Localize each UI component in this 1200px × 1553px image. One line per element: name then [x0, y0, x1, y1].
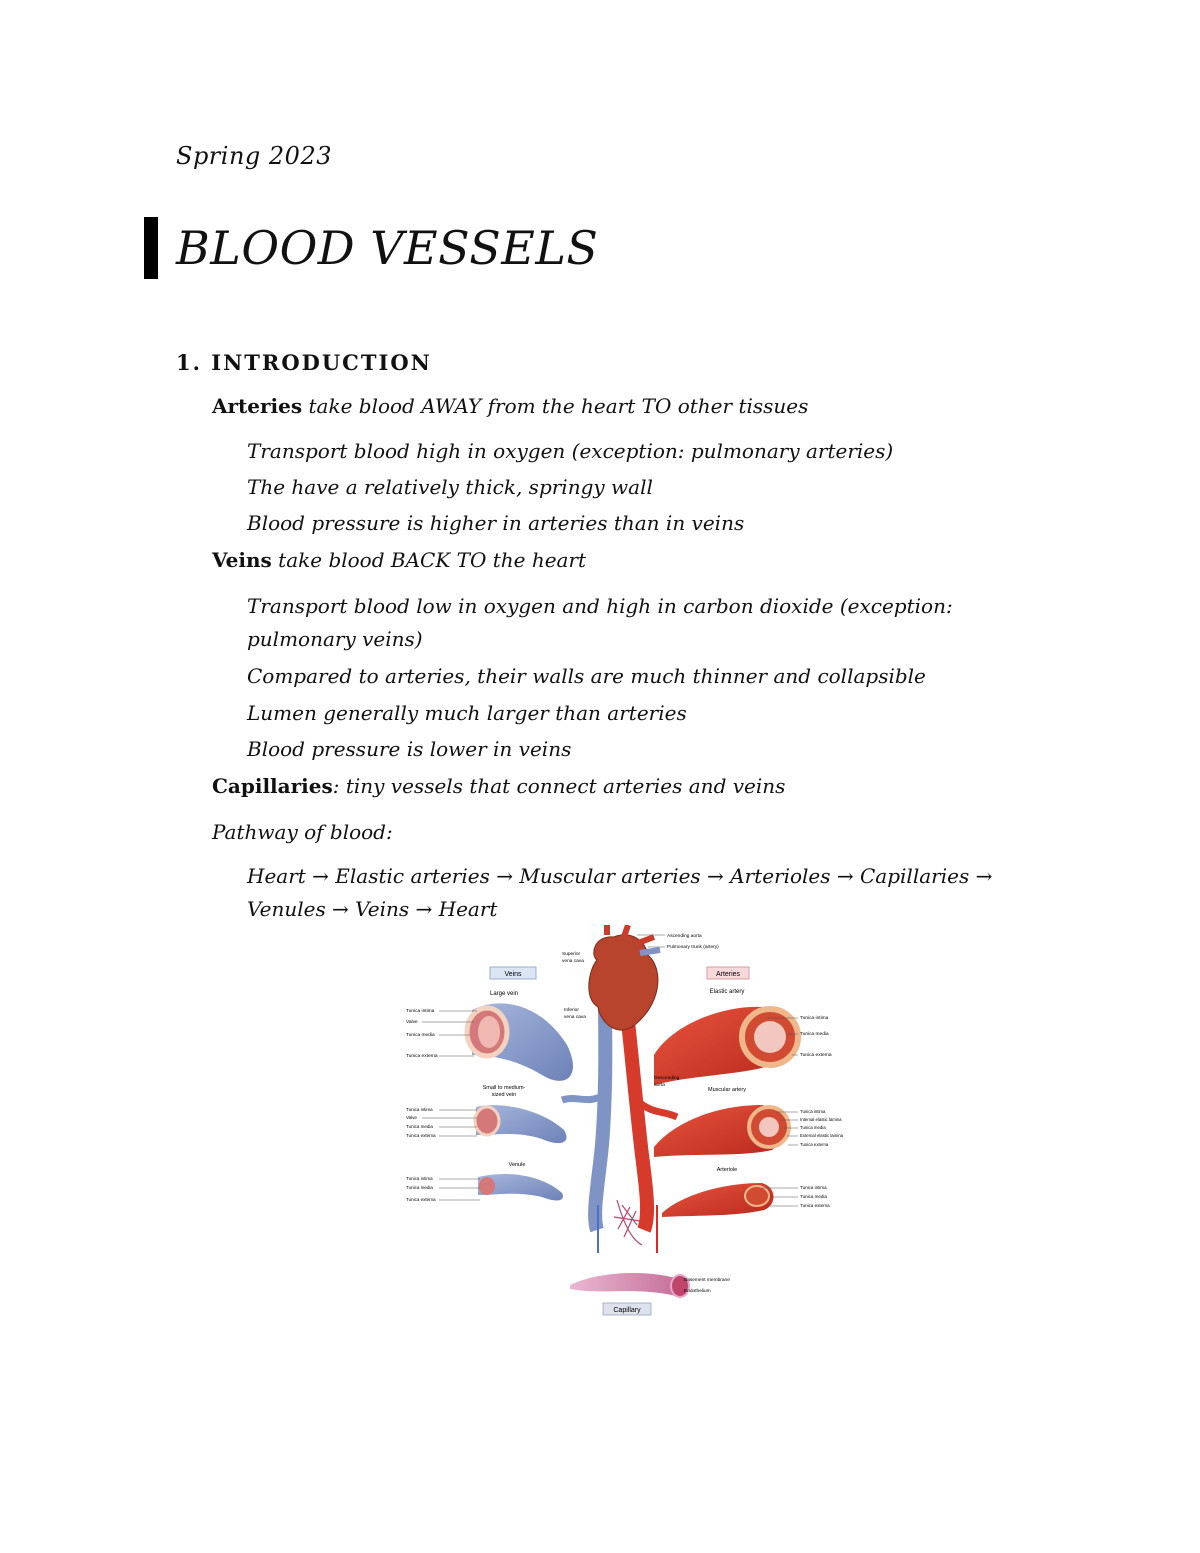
- page-title: BLOOD VESSELS: [176, 221, 599, 275]
- small-vein-layer-labels: Tunica intima Valve Tunica media Tunica …: [406, 1107, 436, 1138]
- svg-text:Ascending aorta: Ascending aorta: [667, 933, 702, 939]
- pathway-line: Heart → Elastic arteries → Muscular arte…: [247, 864, 993, 888]
- capillary-layer-labels: Basement membrane Endothelium: [684, 1277, 730, 1294]
- capillary-bed: [613, 1199, 643, 1246]
- arteries-box: [706, 966, 750, 980]
- arteries-point: Transport blood high in oxygen (exceptio…: [247, 439, 894, 463]
- veins-summary: take blood BACK TO the heart: [271, 548, 587, 572]
- elastic-artery-layer-labels: Tunica intima Tunica media Tunica extern…: [800, 1015, 832, 1058]
- svg-text:Tunica media: Tunica media: [800, 1031, 829, 1037]
- veins-term: Veins: [212, 548, 272, 572]
- svg-text:Tunica media: Tunica media: [800, 1125, 826, 1130]
- veins-point: pulmonary veins): [247, 627, 423, 651]
- veins-box-label: Veins: [504, 971, 522, 978]
- small-vein-label-2: sized vein: [492, 1092, 516, 1098]
- large-vein-label: Large vein: [490, 991, 518, 997]
- arteries-term: Arteries: [212, 394, 303, 418]
- heart-shape: [588, 934, 659, 1031]
- capillary-shape: [570, 1273, 688, 1297]
- svg-text:Tunica externa: Tunica externa: [406, 1053, 438, 1059]
- svg-text:Tunica media: Tunica media: [406, 1124, 433, 1129]
- svg-text:Tunica intima: Tunica intima: [800, 1109, 826, 1114]
- veins-point: Transport blood low in oxygen and high i…: [247, 594, 953, 618]
- svg-text:Tunica externa: Tunica externa: [800, 1052, 832, 1058]
- blood-vessels-diagram: Veins Large vein Tunica intima Valve Tun…: [406, 925, 844, 1316]
- svg-text:Descending: Descending: [654, 1075, 680, 1081]
- svg-text:Tunica intima: Tunica intima: [406, 1176, 433, 1181]
- svg-text:Tunica intima: Tunica intima: [800, 1185, 827, 1190]
- svg-text:Valve: Valve: [406, 1115, 417, 1120]
- muscular-artery-label: Muscular artery: [708, 1087, 746, 1093]
- svg-text:vena cava: vena cava: [562, 959, 584, 964]
- svg-text:vena cava: vena cava: [564, 1015, 586, 1020]
- capillaries-summary: : tiny vessels that connect arteries and…: [332, 774, 786, 798]
- svg-text:Tunica media: Tunica media: [800, 1194, 827, 1199]
- arteriole-layer-labels: Tunica intima Tunica media Tunica extern…: [800, 1185, 830, 1208]
- capillaries-line: Capillaries: tiny vessels that connect a…: [212, 774, 785, 798]
- veins-box: [489, 966, 537, 980]
- svg-text:Endothelium: Endothelium: [684, 1288, 711, 1294]
- svg-text:Tunica externa: Tunica externa: [800, 1142, 829, 1147]
- svg-text:Pulmonary trunk (artery): Pulmonary trunk (artery): [667, 944, 719, 950]
- svg-text:Tunica intima: Tunica intima: [406, 1008, 435, 1014]
- arteriole-label: Arteriole: [717, 1167, 737, 1173]
- svg-text:Valve: Valve: [406, 1019, 418, 1025]
- veins-line: Veins take blood BACK TO the heart: [212, 548, 586, 572]
- veins-point: Lumen generally much larger than arterie…: [247, 701, 687, 725]
- elastic-artery-label: Elastic artery: [710, 989, 745, 995]
- svg-text:Tunica externa: Tunica externa: [800, 1203, 830, 1208]
- center-labels: Ascending aorta Pulmonary trunk (artery)…: [562, 933, 719, 1088]
- svg-text:Tunica intima: Tunica intima: [406, 1107, 433, 1112]
- svg-text:Internal elastic lamina: Internal elastic lamina: [800, 1117, 842, 1122]
- muscular-artery-layer-labels: Tunica intima Internal elastic lamina Tu…: [800, 1109, 844, 1147]
- svg-text:Basement membrane: Basement membrane: [684, 1277, 730, 1283]
- svg-text:Tunica media: Tunica media: [406, 1185, 433, 1190]
- veins-point: Blood pressure is lower in veins: [247, 737, 572, 761]
- svg-text:External elastic lamina: External elastic lamina: [800, 1133, 844, 1138]
- svg-text:aorta: aorta: [654, 1082, 665, 1088]
- veins-point: Compared to arteries, their walls are mu…: [247, 664, 926, 688]
- capillary-box-label: Capillary: [613, 1307, 641, 1314]
- small-vein-label: Small to medium-: [483, 1085, 526, 1091]
- aorta-shape: [617, 984, 655, 1233]
- svg-text:Inferior: Inferior: [564, 1007, 579, 1013]
- svg-text:Tunica intima: Tunica intima: [800, 1015, 829, 1021]
- pathway-line: Venules → Veins → Heart: [247, 897, 498, 921]
- capillaries-term: Capillaries: [212, 774, 333, 798]
- svg-text:Superior: Superior: [562, 951, 581, 957]
- capillary-box: [602, 1302, 652, 1316]
- svg-text:Tunica media: Tunica media: [406, 1032, 435, 1038]
- venule-layer-labels: Tunica intima Tunica media Tunica extern…: [406, 1176, 436, 1202]
- svg-text:Tunica externa: Tunica externa: [406, 1197, 436, 1202]
- venule-shape: [478, 1173, 563, 1201]
- arteries-point: The have a relatively thick, springy wal…: [247, 475, 653, 499]
- arteries-point: Blood pressure is higher in arteries tha…: [247, 511, 745, 535]
- svg-text:Tunica externa: Tunica externa: [406, 1133, 436, 1138]
- large-vein-layer-labels: Tunica intima Valve Tunica media Tunica …: [406, 1008, 438, 1059]
- title-accent-bar: [144, 217, 158, 279]
- section-heading: 1. INTRODUCTION: [176, 350, 432, 375]
- term-label: Spring 2023: [176, 142, 332, 170]
- arteries-line: Arteries take blood AWAY from the heart …: [212, 394, 808, 418]
- arteries-box-label: Arteries: [716, 971, 741, 978]
- venule-label: Venule: [509, 1162, 526, 1168]
- arteries-summary: take blood AWAY from the heart TO other …: [302, 394, 809, 418]
- pathway-label: Pathway of blood:: [212, 820, 393, 844]
- section-number: 1.: [176, 350, 202, 375]
- section-title: INTRODUCTION: [211, 350, 432, 375]
